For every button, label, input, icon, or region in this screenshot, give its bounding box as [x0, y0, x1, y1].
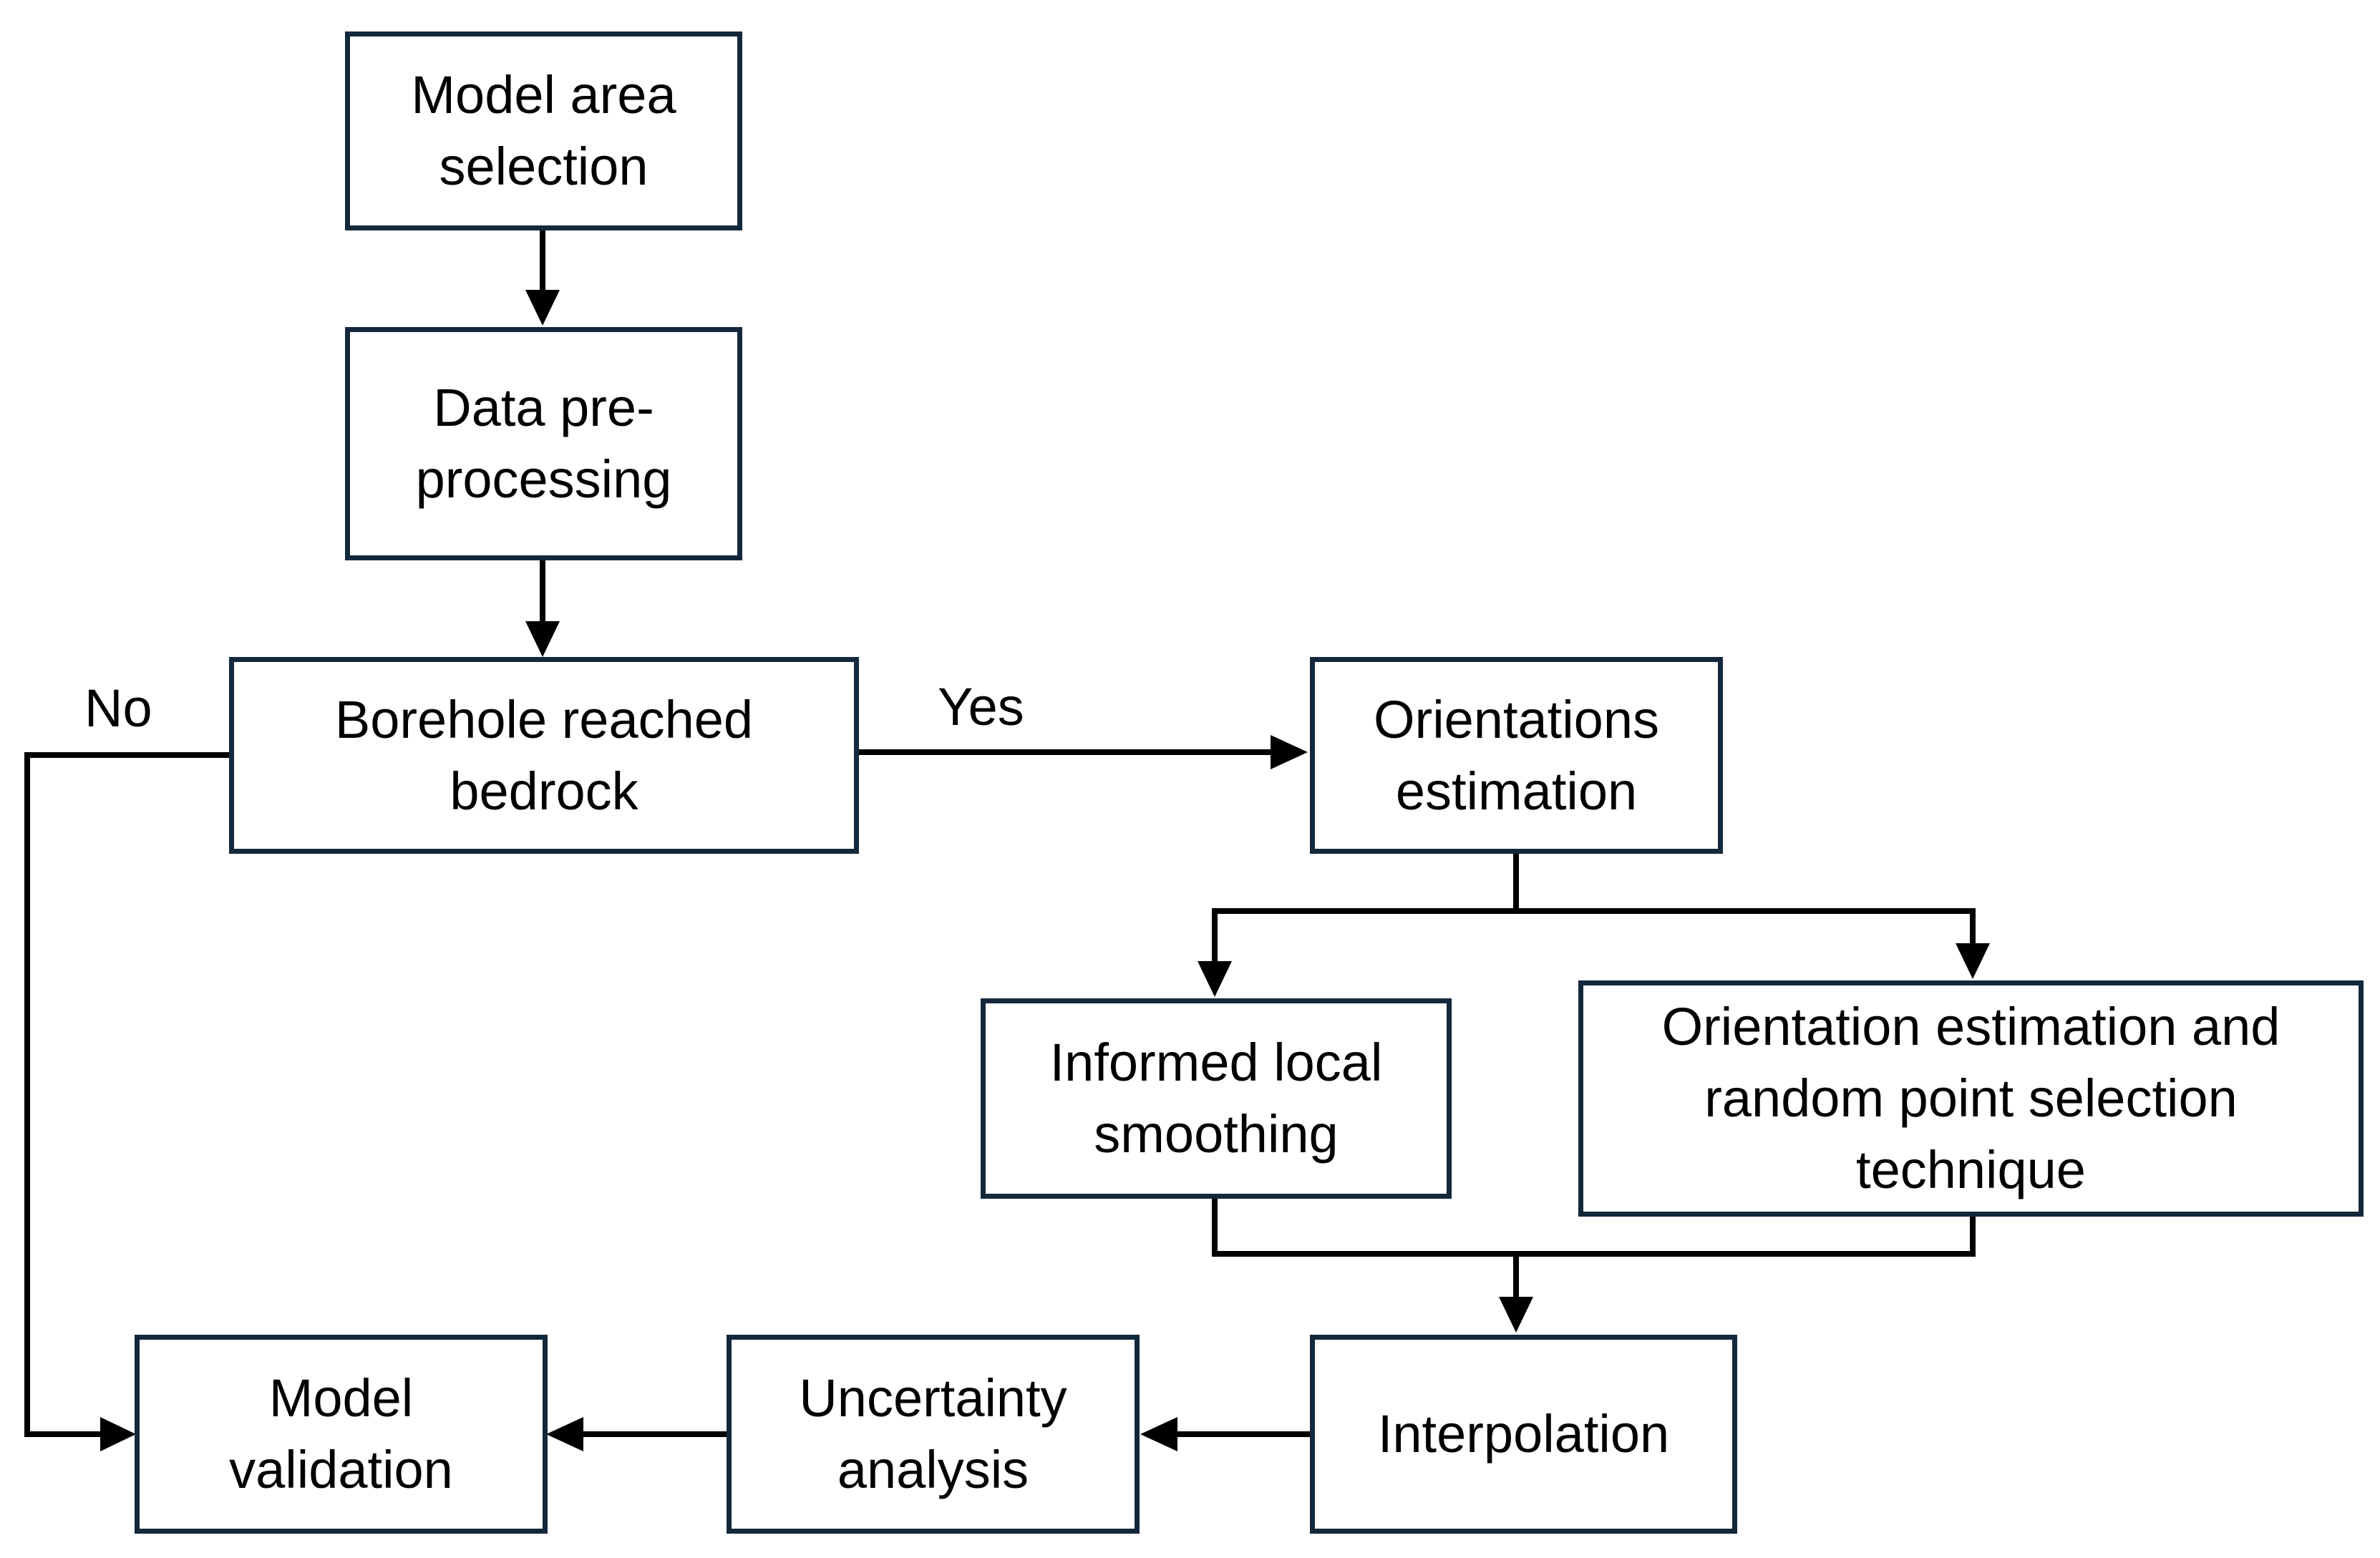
arrowhead-borehole-to-validation [100, 1417, 136, 1451]
node-interpolation: Interpolation [1310, 1335, 1737, 1534]
arrowhead-split-to-smoothing [1198, 961, 1232, 997]
arrowhead-model-area-to-preprocessing [525, 290, 560, 326]
arrowhead-borehole-to-orientations [1271, 735, 1308, 769]
arrowhead-preprocessing-to-borehole [525, 621, 560, 657]
node-informed-local-smoothing: Informed local smoothing [981, 998, 1452, 1199]
arrow-borehole-to-validation [24, 752, 229, 1437]
node-data-preprocessing-label: Data pre- processing [415, 378, 672, 509]
node-model-area-selection: Model area selection [345, 31, 742, 230]
node-orientation-random-point-label: Orientation estimation and random point … [1661, 997, 2281, 1199]
node-orientations-estimation-label: Orientations estimation [1374, 689, 1659, 821]
arrowhead-interpolation-to-uncertainty [1140, 1417, 1177, 1451]
node-model-validation: Model validation [135, 1335, 548, 1534]
node-borehole-reached-bedrock-label: Borehole reached bedrock [334, 689, 754, 821]
node-model-validation-label: Model validation [229, 1368, 453, 1499]
node-interpolation-label: Interpolation [1377, 1404, 1670, 1464]
arrowhead-split-to-random-point [1956, 943, 1990, 979]
arrowhead-uncertainty-to-validation [546, 1417, 583, 1451]
node-uncertainty-analysis: Uncertainty analysis [727, 1335, 1140, 1534]
node-informed-local-smoothing-label: Informed local smoothing [1049, 1033, 1383, 1164]
edge-label-yes: Yes [938, 677, 1024, 736]
connector-smoothing-merge [1212, 1197, 1976, 1257]
node-data-preprocessing: Data pre- processing [345, 327, 742, 560]
node-borehole-reached-bedrock: Borehole reached bedrock [229, 657, 859, 854]
node-orientations-estimation: Orientations estimation [1310, 657, 1723, 854]
node-uncertainty-analysis-label: Uncertainty analysis [799, 1368, 1067, 1499]
edge-label-no: No [84, 678, 152, 738]
node-model-area-selection-label: Model area selection [411, 65, 676, 196]
node-orientation-random-point: Orientation estimation and random point … [1578, 980, 2364, 1217]
arrowhead-merge-to-interpolation [1499, 1297, 1533, 1333]
